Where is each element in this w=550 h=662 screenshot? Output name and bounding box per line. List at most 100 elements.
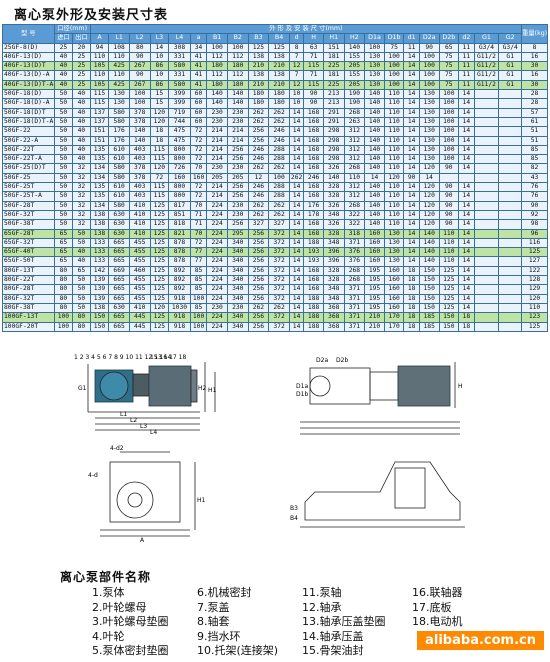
value-cell: 135: [89, 191, 110, 202]
label-h: H: [458, 383, 463, 390]
value-cell: 72: [189, 126, 208, 137]
value-cell: 130: [364, 79, 385, 91]
value-cell: [498, 135, 523, 146]
part-item: 12.轴承: [302, 600, 342, 614]
label-4-d2: 4-d2: [110, 445, 124, 452]
value-cell: 195: [364, 293, 385, 304]
value-cell: 312: [343, 135, 366, 146]
value-cell: 61: [521, 116, 548, 128]
value-cell: 116: [521, 237, 548, 249]
value-cell: 230: [226, 116, 249, 128]
value-cell: [498, 247, 523, 258]
value-cell: 11: [458, 51, 475, 63]
value-cell: 110: [89, 51, 110, 63]
value-cell: 50: [53, 200, 74, 211]
value-cell: 50: [53, 144, 74, 156]
value-cell: 878: [168, 256, 191, 267]
value-cell: 340: [226, 312, 249, 323]
value-cell: 312: [343, 126, 366, 137]
value-cell: 100: [438, 98, 460, 109]
value-cell: 110: [108, 70, 130, 81]
model-cell: 65GF-32T: [2, 237, 55, 249]
value-cell: 90: [128, 70, 151, 81]
value-cell: 262: [247, 107, 270, 118]
value-cell: 256: [247, 135, 270, 146]
value-cell: 168: [303, 163, 324, 174]
label-h1: H1: [208, 387, 217, 394]
value-cell: 168: [303, 228, 324, 239]
value-cell: 185: [418, 321, 440, 332]
value-cell: 125: [149, 247, 170, 258]
value-cell: 10: [288, 98, 305, 109]
value-cell: G1: [498, 61, 523, 72]
value-cell: 60: [189, 107, 208, 118]
value-cell: 210: [247, 61, 270, 72]
value-cell: 14: [458, 284, 475, 295]
header-diameter: 口径(mm): [53, 23, 91, 35]
value-cell: 371: [343, 284, 366, 295]
value-cell: 168: [303, 154, 324, 165]
value-cell: 224: [206, 200, 228, 211]
value-cell: 133: [89, 237, 110, 249]
model-cell: 50GF-32T: [2, 209, 55, 221]
value-cell: 50: [72, 302, 91, 314]
value-cell: 455: [128, 274, 151, 286]
value-cell: 14: [288, 200, 305, 211]
value-cell: 8: [288, 42, 305, 53]
value-cell: 135: [89, 182, 110, 193]
value-cell: 610: [108, 154, 130, 165]
value-cell: 110: [438, 247, 460, 258]
value-cell: 140: [418, 228, 440, 239]
value-cell: 110: [89, 70, 110, 81]
value-cell: 130: [108, 89, 130, 100]
value-cell: 125: [438, 274, 460, 286]
part-item: 5.泵体密封垫圈: [92, 644, 169, 657]
value-cell: 125: [149, 274, 170, 286]
part-item: 17.底板: [412, 600, 452, 614]
value-cell: 246: [247, 182, 270, 193]
value-cell: 14: [403, 228, 420, 239]
value-cell: 125: [149, 256, 170, 267]
value-cell: 14: [458, 247, 475, 258]
value-cell: 665: [108, 312, 130, 323]
value-cell: 130: [418, 116, 440, 128]
value-cell: 14: [288, 182, 305, 193]
value-cell: 125: [438, 265, 460, 277]
value-cell: 14: [458, 89, 475, 100]
value-cell: 892: [168, 265, 191, 277]
value-cell: 410: [128, 219, 151, 230]
label-h1-front: H1: [197, 497, 206, 504]
value-cell: 50: [53, 135, 74, 146]
value-cell: 65: [53, 237, 74, 249]
model-cell: 50GF-22-A: [2, 135, 55, 146]
value-cell: 100: [438, 135, 460, 146]
value-cell: 224: [206, 237, 228, 249]
value-cell: 322: [343, 209, 366, 221]
value-cell: 224: [206, 209, 228, 221]
value-cell: 14: [288, 163, 305, 174]
value-cell: 188: [303, 302, 324, 314]
value-cell: 120: [418, 219, 440, 230]
value-cell: 130: [418, 107, 440, 118]
label-4-d: 4-d: [88, 472, 98, 479]
value-cell: 32: [72, 200, 91, 211]
value-cell: 12: [247, 172, 270, 184]
value-cell: 125: [149, 312, 170, 323]
value-cell: 85: [189, 265, 208, 277]
value-cell: 138: [268, 70, 290, 81]
value-cell: 262: [288, 172, 305, 184]
value-cell: 256: [226, 191, 249, 202]
value-cell: [473, 98, 500, 109]
value-cell: 230: [206, 163, 228, 174]
value-cell: 262: [268, 116, 290, 128]
label-d2a: D2a: [316, 357, 328, 364]
value-cell: 70: [189, 200, 208, 211]
value-cell: [473, 182, 500, 193]
value-cell: 14: [458, 98, 475, 109]
value-cell: 125: [521, 321, 548, 332]
